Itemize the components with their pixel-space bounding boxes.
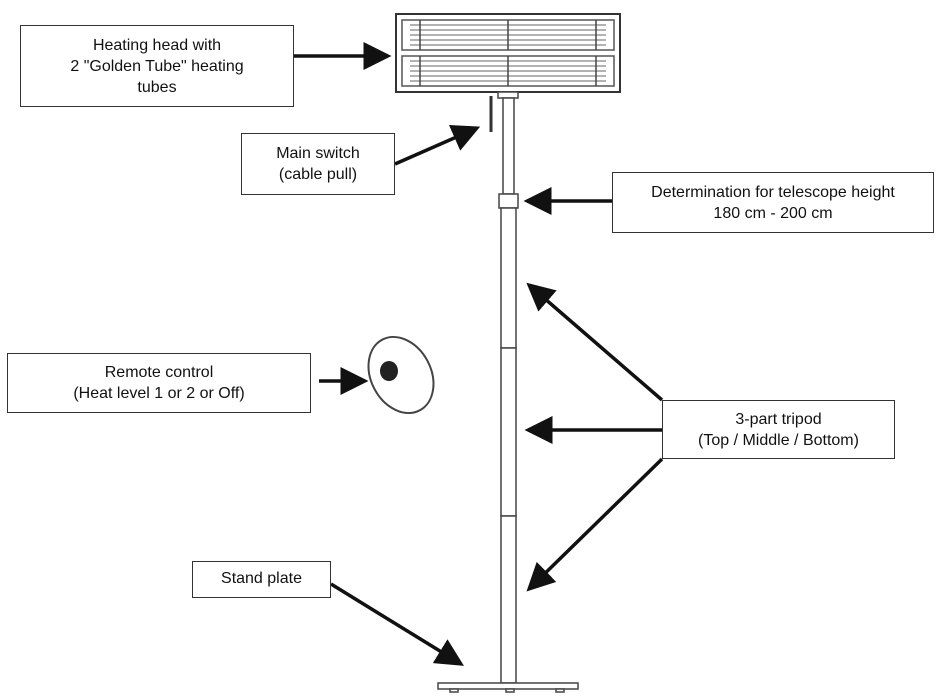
arrow-main-switch <box>394 125 481 166</box>
label-telescope-line-1: Determination for telescope height <box>651 183 895 201</box>
pole-illustration <box>437 97 579 693</box>
remote-control-illustration <box>367 335 435 415</box>
label-telescope: Determination for telescope height 180 c… <box>612 172 934 233</box>
label-tripod: 3-part tripod (Top / Middle / Bottom) <box>662 400 895 459</box>
label-remote-line-1: Remote control <box>104 364 214 381</box>
heating-head-illustration <box>395 13 621 99</box>
arrow-tripod-top <box>526 282 664 402</box>
arrow-tripod-bottom <box>526 457 664 592</box>
label-heating-head-line-2: 2 "Golden Tube" heating <box>70 57 244 75</box>
label-tripod-line-1: 3-part tripod <box>735 410 822 428</box>
label-main-switch: Main switch (cable pull) <box>241 133 395 195</box>
label-main-switch-line-2: (cable pull) <box>278 166 358 183</box>
label-heating-head-line-3: tubes <box>137 78 177 96</box>
label-stand-plate-line-1: Stand plate <box>221 570 302 587</box>
label-main-switch-line-1: Main switch <box>276 145 360 162</box>
label-heating-head-line-1: Heating head with <box>92 36 222 54</box>
label-tripod-line-2: (Top / Middle / Bottom) <box>698 431 859 449</box>
label-remote-control: Remote control (Heat level 1 or 2 or Off… <box>7 353 311 413</box>
arrow-stand-plate <box>330 582 464 666</box>
label-heating-head: Heating head with 2 "Golden Tube" heatin… <box>20 25 294 107</box>
label-stand-plate: Stand plate <box>192 561 331 598</box>
label-remote-line-2: (Heat level 1 or 2 or Off) <box>73 385 245 402</box>
label-telescope-line-2: 180 cm - 200 cm <box>713 204 833 222</box>
